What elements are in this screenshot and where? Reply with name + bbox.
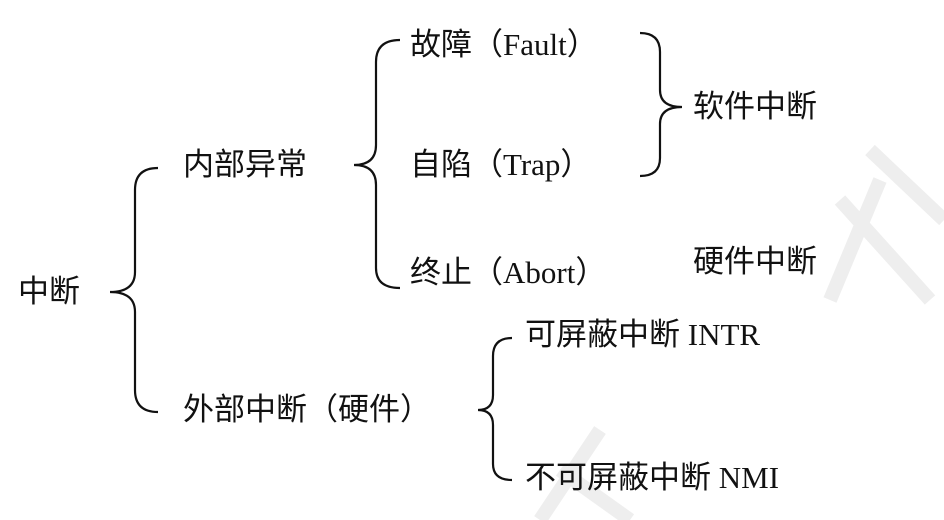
nonmaskable-interrupt-label: 不可屏蔽中断 NMI [525,460,780,495]
internal-brace [353,38,401,290]
fault-label: 故障（Fault） [410,27,598,62]
root-label: 中断 [18,274,80,309]
external-label: 外部中断（硬件） [183,392,431,427]
software-interrupt-label: 软件中断 [693,89,817,124]
hardware-interrupt-label: 硬件中断 [693,244,817,279]
abort-label: 终止（Abort） [410,255,607,290]
maskable-interrupt-label: 可屏蔽中断 INTR [525,317,761,352]
internal-label: 内部异常 [183,147,307,182]
external-brace [477,336,513,482]
root-brace [109,166,159,414]
software-brace [639,31,683,178]
watermark [534,144,944,520]
trap-label: 自陷（Trap） [410,147,592,182]
